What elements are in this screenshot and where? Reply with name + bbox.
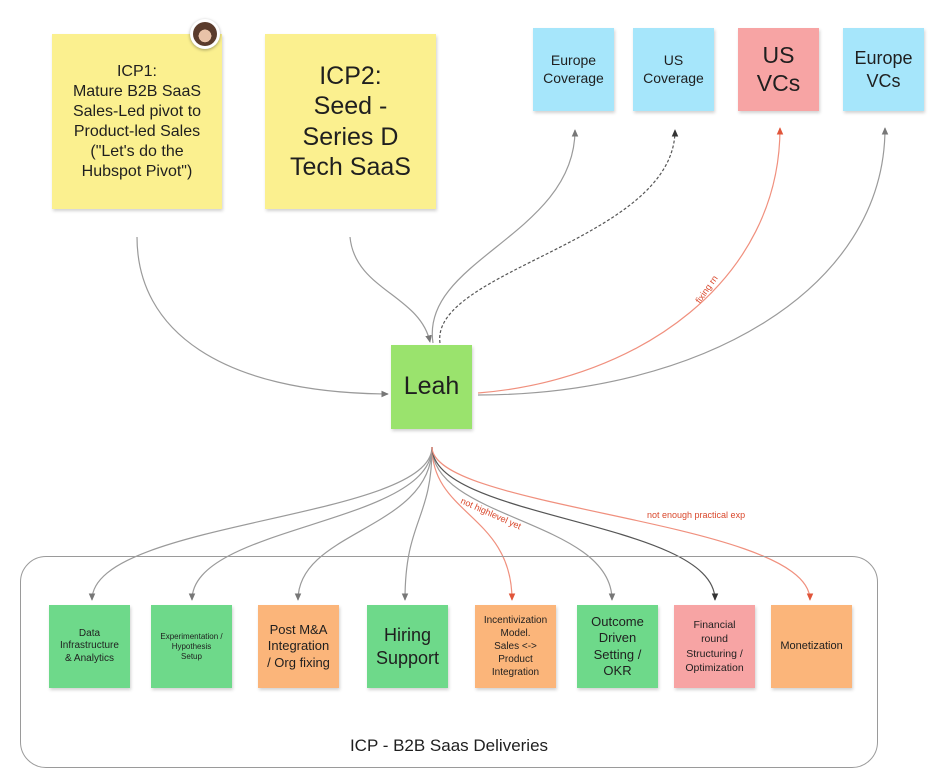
edge-leah-to-post-ma	[294, 446, 433, 601]
note-outcome[interactable]: Outcome Driven Setting / OKR	[577, 605, 658, 688]
edge-leah-to-hiring	[401, 446, 433, 601]
note-europe-coverage[interactable]: Europe Coverage	[533, 28, 614, 111]
edge-label-not-enough-exp: not enough practical exp	[647, 510, 745, 520]
note-data-infrastructure[interactable]: Data Infrastructure & Analytics	[49, 605, 130, 688]
deliveries-group-frame	[20, 556, 878, 768]
edge-icp1-to-leah	[136, 236, 389, 398]
deliveries-group-label: ICP - B2B Saas Deliveries	[349, 736, 549, 755]
note-post-ma[interactable]: Post M&A Integration / Org fixing	[258, 605, 339, 688]
edge-leah-to-financial	[431, 446, 719, 601]
edge-leah-to-us-vcs	[477, 127, 784, 394]
note-icp2[interactable]: ICP2: Seed - Series D Tech SaaS	[265, 34, 436, 209]
note-hiring[interactable]: Hiring Support	[367, 605, 448, 688]
note-europe-vcs[interactable]: Europe VCs	[843, 28, 924, 111]
edge-leah-to-monetization	[431, 446, 814, 601]
edge-leah-to-outcome	[431, 446, 616, 601]
note-financial[interactable]: Financial round Structuring / Optimizati…	[674, 605, 755, 688]
note-monetization[interactable]: Monetization	[771, 605, 852, 688]
edge-leah-to-us-coverage	[439, 129, 679, 344]
edge-leah-to-europe-vcs	[477, 127, 889, 396]
edge-leah-to-experimentation	[188, 446, 433, 601]
note-icp1[interactable]: ICP1: Mature B2B SaaS Sales-Led pivot to…	[52, 34, 222, 209]
edge-leah-to-europe-coverage	[431, 129, 579, 344]
edge-leah-to-data-infrastructure	[88, 446, 433, 601]
note-leah[interactable]: Leah	[391, 345, 472, 429]
edge-label-fixing: fixing rn	[693, 274, 719, 306]
note-us-vcs[interactable]: US VCs	[738, 28, 819, 111]
edge-leah-to-incentivization	[431, 446, 516, 601]
note-experimentation[interactable]: Experimentation / Hypothesis Setup	[151, 605, 232, 688]
note-incentivization[interactable]: Incentivization Model. Sales <-> Product…	[475, 605, 556, 688]
note-us-coverage[interactable]: US Coverage	[633, 28, 714, 111]
edge-icp2-to-leah	[349, 236, 432, 343]
user-avatar-icon[interactable]	[190, 19, 220, 49]
